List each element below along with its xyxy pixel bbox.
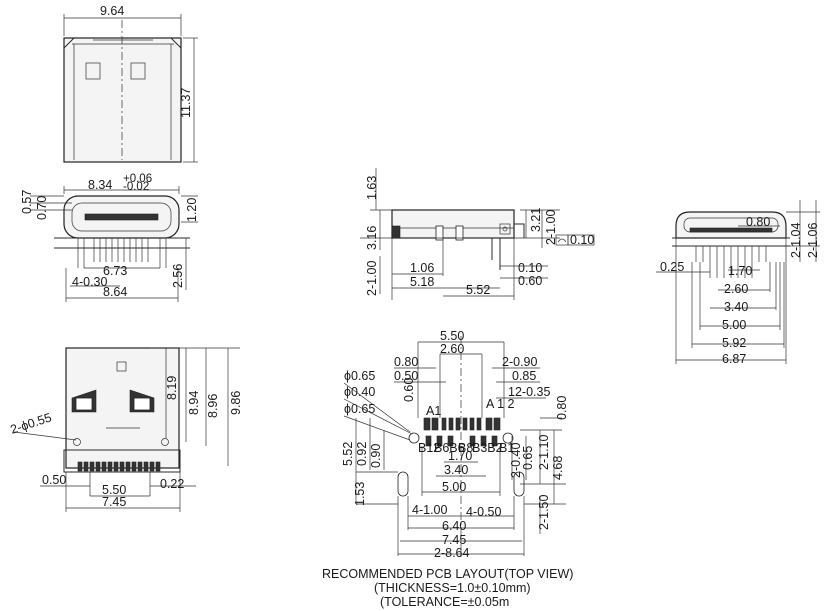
side-dim-552: 5.52 (466, 283, 490, 297)
bottom-dim-894: 8.94 (187, 391, 201, 415)
pcb-pin-a1: A1 (426, 404, 441, 418)
pcb-slot-left (397, 471, 409, 497)
front-width-dim: 8.34 (88, 178, 112, 192)
pcb-dim-r2150: 2-1.50 (537, 495, 551, 530)
pcb-dim-r065: 0.65 (521, 446, 535, 470)
pcb-pin-b6: B6B6 (434, 441, 465, 455)
side-dim-2100: 2-1.00 (365, 261, 379, 296)
front-left-dim-a: 0.57 (20, 190, 34, 214)
pcb-dim-i500: 5.00 (442, 480, 466, 494)
pcb-hole-right (502, 432, 514, 444)
pcb-dim-050: 0.50 (394, 369, 418, 383)
side-dim-010: 0.10 (518, 261, 542, 275)
end-dim-080: 0.80 (746, 215, 770, 229)
end-dim-340: 3.40 (724, 300, 748, 314)
front-inner-dim: 6.73 (103, 264, 127, 278)
bottom-dim-022: 0.22 (160, 477, 184, 491)
pcb-pad-row (423, 417, 501, 447)
top-width-dim: 9.64 (100, 4, 124, 18)
end-view: 2-1.04 2-1.06 0.80 0.25 1.70 2.60 3.40 5… (656, 200, 820, 366)
front-height-dim: 2.56 (171, 264, 185, 288)
pcb-dim-d065b: ϕ0.65 (344, 402, 375, 416)
side-dim-316: 3.16 (365, 226, 379, 250)
pcb-dim-l552: 5.52 (341, 442, 355, 466)
front-right-dim: 1.20 (185, 198, 199, 222)
pcb-pin-b8: B8 (458, 441, 473, 455)
bottom-view: 8.19 8.94 8.96 9.86 2-ϕ0.55 0.50 5.50 7.… (9, 347, 243, 512)
end-dim-170: 1.70 (728, 264, 752, 278)
pcb-caption-thickness: (THICKNESS=1.0±0.10mm) (374, 581, 531, 595)
bottom-dim-819: 8.19 (165, 376, 179, 400)
side-dim-060: 0.60 (518, 274, 542, 288)
top-height-dim: 11.37 (179, 88, 193, 118)
pcb-dim-b4100: 4-1.00 (412, 503, 447, 517)
pcb-layout: 5.50 2.60 0.80 0.50 ϕ0.65 ϕ0.40 ϕ0.65 0.… (322, 329, 573, 609)
top-view-body (63, 37, 182, 163)
side-view: 1.63 3.16 2-1.00 1.06 5.18 5.52 3.21 2-1… (360, 168, 594, 300)
front-leg-dim: 4-0.30 (72, 275, 107, 289)
pcb-dim-b2864: 2-8.64 (434, 546, 469, 560)
pcb-dim-l153: 1.53 (353, 482, 367, 506)
front-tol-plus: +0.06 (123, 173, 152, 185)
pcb-dim-r468: 4.68 (551, 456, 565, 480)
pcb-dim-550: 5.50 (440, 329, 464, 343)
pcb-caption-tolerance: (TOLERANCE=±0.05m (380, 595, 509, 609)
front-left-dim-b: 0.70 (35, 196, 49, 220)
top-view: 9.64 11.37 (63, 4, 198, 163)
end-dim-592: 5.92 (722, 336, 746, 350)
pcb-dim-b640: 6.40 (442, 519, 466, 533)
pcb-pin-b12: B12 (418, 441, 440, 455)
bottom-dim-896: 8.96 (206, 394, 220, 418)
pcb-hole-left (408, 432, 420, 444)
pcb-dim-i340: 3.40 (444, 463, 468, 477)
pcb-dim-260: 2.60 (440, 342, 464, 356)
pcb-dim-r080: 0.80 (555, 396, 569, 420)
pcb-dim-b4050: 4-0.50 (466, 505, 501, 519)
end-dim-r104: 2-1.04 (789, 223, 803, 258)
end-dim-687: 6.87 (722, 352, 746, 366)
pcb-dim-d040: ϕ0.40 (344, 385, 375, 399)
side-view-body (391, 209, 515, 239)
front-base-dim: 8.64 (103, 285, 127, 299)
side-dim-r2100: 2-1.00 (544, 210, 558, 245)
pcb-dim-r2110: 2-1.10 (537, 435, 551, 470)
side-dim-106: 1.06 (410, 261, 434, 275)
end-dim-260: 2.60 (724, 282, 748, 296)
end-dim-500: 5.00 (722, 318, 746, 332)
end-dim-r106: 2-1.06 (806, 223, 820, 258)
pcb-pin-a12: A 1 2 (486, 397, 515, 411)
bottom-hole-dim: 2-ϕ0.55 (9, 410, 54, 436)
pcb-dim-d065a: ϕ0.65 (344, 369, 375, 383)
side-flatness: 0.10 (570, 233, 594, 247)
pcb-pin-b1: B1 (499, 441, 514, 455)
pcb-dim-080: 0.80 (394, 355, 418, 369)
pcb-dim-i170: 1.70 (448, 449, 472, 463)
pcb-dim-r2040: 2-0.40 (509, 443, 523, 478)
front-tol-minus: -0.02 (123, 181, 149, 193)
pcb-dim-v060: 0.60 (402, 378, 416, 402)
pcb-caption-title: RECOMMENDED PCB LAYOUT(TOP VIEW) (322, 567, 573, 581)
side-dim-163: 1.63 (365, 176, 379, 200)
bottom-dim-745: 7.45 (102, 495, 126, 509)
front-view: 8.34 +0.06 -0.02 0.57 0.70 1.20 6.73 4-0… (20, 173, 199, 302)
side-dim-321: 3.21 (529, 208, 543, 232)
end-dim-025: 0.25 (660, 260, 684, 274)
bottom-dim-986: 9.86 (229, 391, 243, 415)
pcb-dim-r2090: 2-0.90 (502, 355, 537, 369)
pcb-pin-b32: B3B2 (472, 441, 503, 455)
pcb-dim-l090: 0.90 (369, 444, 383, 468)
pcb-dim-l092: 0.92 (355, 442, 369, 466)
pcb-dim-b745: 7.45 (442, 533, 466, 547)
pcb-dim-r085: 0.85 (512, 369, 536, 383)
bottom-dim-550: 5.50 (102, 483, 126, 497)
side-dim-518: 5.18 (410, 275, 434, 289)
bottom-dim-050: 0.50 (42, 473, 66, 487)
pcb-dim-r1235: 12-0.35 (508, 385, 550, 399)
